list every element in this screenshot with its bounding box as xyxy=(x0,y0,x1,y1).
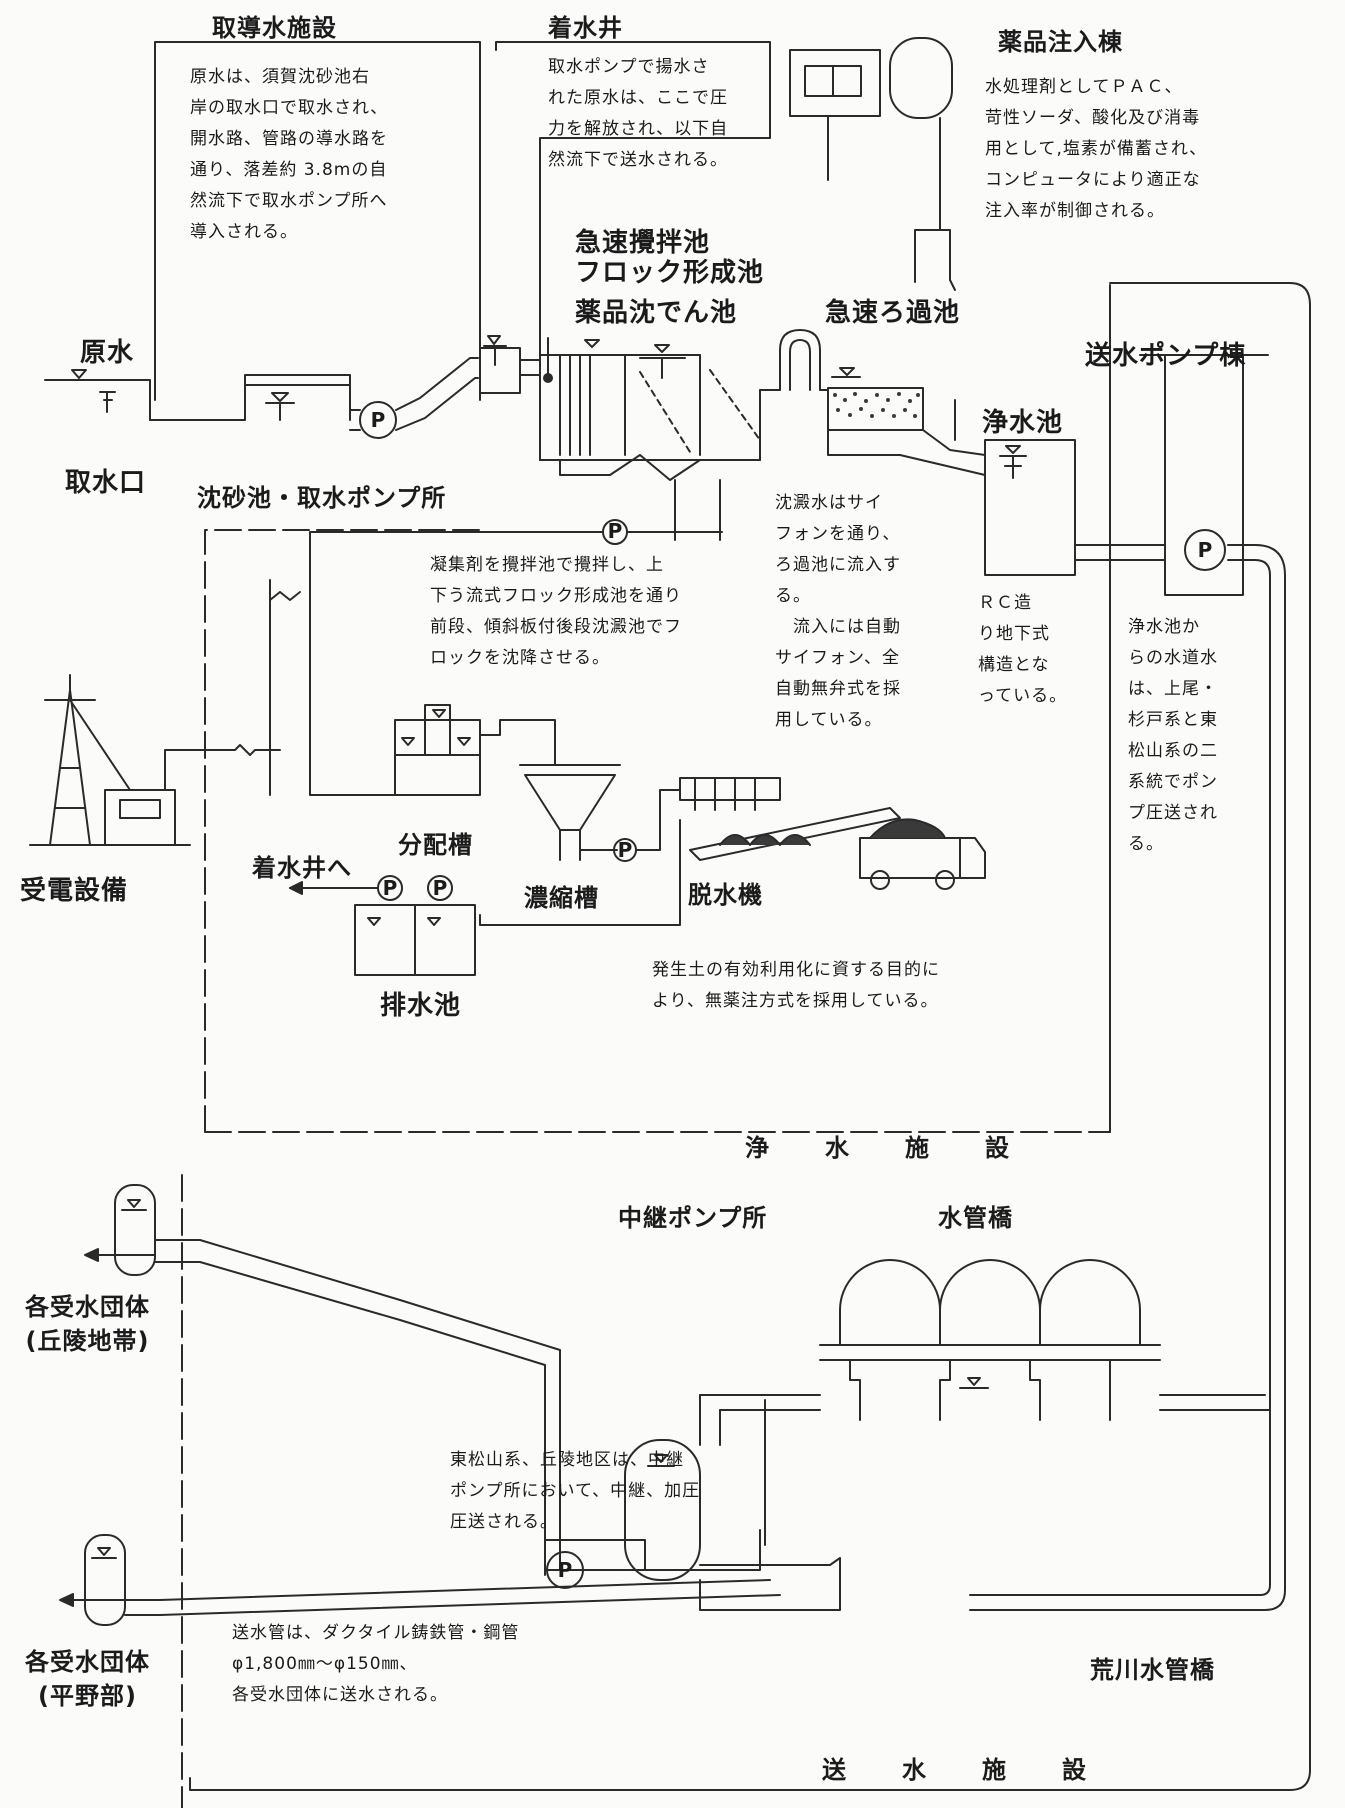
transmission-frame-outer xyxy=(189,282,1311,1791)
floc-basin-label: フロック形成池 xyxy=(575,258,765,288)
power-receiving-facility xyxy=(29,674,281,846)
transmission-pump-label: 送水ポンプ棟 xyxy=(1085,341,1247,371)
drainage-basin-label: 排水池 xyxy=(380,991,462,1021)
pump-symbol-labels: P P P P P P P xyxy=(371,408,1213,1582)
rapid-filter-label: 急速ろ過池 xyxy=(825,298,961,328)
grit-pump-label: 沈砂池・取水ポンプ所 xyxy=(197,484,447,512)
sludge-pump-label: P xyxy=(608,519,623,543)
distribution-tank-label: 分配槽 xyxy=(398,831,473,859)
chemical-building-heading: 薬品注入棟 xyxy=(998,28,1123,56)
chemical-building xyxy=(789,37,956,441)
raw-water-label: 原水 xyxy=(80,338,135,368)
to-receiving-well-label: 着水井へ xyxy=(252,854,352,882)
rapid-mixing-label: 急速攪拌池 xyxy=(575,228,711,258)
relay-pump-label: P xyxy=(558,1558,573,1582)
intake-note: 原水は、須賀沈砂池右 岸の取水口で取水され、 開水路、管路の導水路を 通り、落差… xyxy=(190,67,389,242)
intake-pump xyxy=(359,401,397,439)
arakawa-bridge-label: 荒川水管橋 xyxy=(1090,1656,1215,1684)
intake-section xyxy=(44,357,479,439)
clear-well-pump xyxy=(969,354,1286,1611)
sludge-line xyxy=(269,519,986,976)
intake-facility-frame xyxy=(154,41,481,401)
power-receiving-label: 受電設備 xyxy=(20,876,129,906)
transmission-line xyxy=(59,1184,1271,1626)
sludge-note: 発生土の有効利用化に資する目的に より、無薬注方式を採用している。 xyxy=(652,960,940,1011)
coagulant-note: 凝集剤を攪拌池で攪拌し、上 下う流式フロック形成池を通り 前段、傾斜板付後段沈澱… xyxy=(430,555,682,668)
drainage-pump-label-2: P xyxy=(433,876,448,900)
pipe-note: 送水管は、ダクタイル鋳鉄管・鋼管 φ1,800㎜～φ150㎜、 各受水団体に送水… xyxy=(232,1623,520,1705)
recipients-plain-label: 各受水団体 (平野部) xyxy=(25,1648,150,1710)
receiving-note-frame xyxy=(495,41,771,191)
section-boundaries xyxy=(154,41,1311,1808)
rc-note: ＲＣ造 り地下式 構造とな っている。 xyxy=(978,593,1068,706)
sedimentation-label: 薬品沈でん池 xyxy=(575,298,738,328)
clear-water-note: 浄水池か らの水道水 は、上尾・ 杉戸系と東 松山系の二 系統でポン プ圧送され… xyxy=(1128,617,1218,854)
dewatering-label: 脱水機 xyxy=(688,881,763,909)
thickener-pump-label: P xyxy=(618,838,633,862)
receiving-well-heading: 着水井 xyxy=(548,14,623,42)
relay-pump-label: 中継ポンプ所 xyxy=(618,1204,768,1232)
intake-port-label: 取水口 xyxy=(65,468,147,498)
thickener-label: 濃縮槽 xyxy=(524,884,599,912)
water-bridge-label: 水管橋 xyxy=(938,1204,1013,1232)
recipients-hill-label: 各受水団体 (丘陵地帯) xyxy=(25,1293,150,1355)
drainage-pump-label-1: P xyxy=(383,876,398,900)
transmission-pump-label: P xyxy=(1198,538,1213,562)
transmission-pump xyxy=(1184,529,1226,571)
transmission-facility-label: 送 水 施 設 xyxy=(822,1756,1102,1784)
receiving-note: 取水ポンプで揚水さ れた原水は、ここで圧 力を解放され、以下自 然流下で送水され… xyxy=(548,57,729,170)
siphon-filter xyxy=(759,329,986,476)
relay-note: 東松山系、丘陵地区は、中継 ポンプ所において、中継、加圧 圧送される。 xyxy=(450,1450,701,1532)
intake-pump-label: P xyxy=(371,408,386,432)
purification-frame xyxy=(204,529,481,1133)
intake-facility-heading: 取導水施設 xyxy=(212,14,337,42)
chemical-note: 水処理剤としてＰＡＣ、 苛性ソーダ、酸化及び消毒 用として,塩素が備蓄され、 コ… xyxy=(985,77,1208,221)
filter-media-dots xyxy=(833,392,920,418)
treatment-basins xyxy=(479,189,761,541)
water-level-marker xyxy=(71,369,87,379)
clear-well-label: 浄水池 xyxy=(982,408,1064,438)
siphon-note: 沈澱水はサイ フォンを通り、 ろ過池に流入す る。 流入には自動 サイフォン、全… xyxy=(775,493,901,730)
purification-facility-label: 浄 水 施 設 xyxy=(745,1134,1025,1162)
